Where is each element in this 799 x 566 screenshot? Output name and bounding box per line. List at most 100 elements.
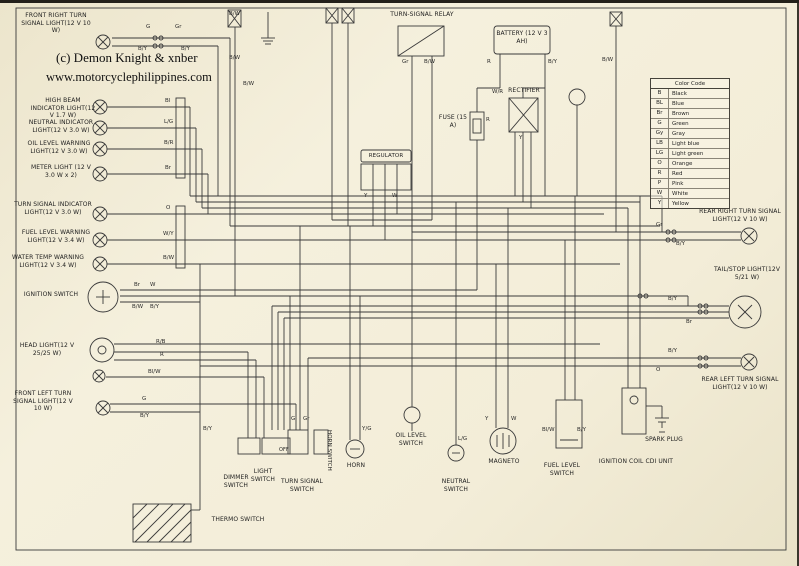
wire-label: B/Y: [181, 46, 190, 52]
wire-label: G: [142, 396, 147, 402]
wire-label: L/G: [164, 119, 174, 125]
color-code-title: Color Code: [651, 79, 729, 89]
color-name: Blue: [672, 100, 685, 107]
wire-label: B/Y: [676, 241, 685, 247]
wire-label: B/W: [163, 255, 175, 261]
wire-label: R: [160, 352, 164, 358]
wire-label: B/Y: [577, 427, 586, 433]
wire-label: B/Y: [150, 304, 159, 310]
wire-label: B/W: [602, 57, 614, 63]
label-turn-signal-indicator: TURN SIGNAL INDICATOR LIGHT(12 V 3.0 W): [14, 201, 92, 216]
color-name: Red: [672, 170, 683, 177]
color-name: Light green: [672, 150, 704, 157]
color-code: R: [651, 169, 669, 178]
color-code: Y: [651, 199, 669, 208]
color-code: W: [651, 189, 669, 198]
label-fuel-level-switch: FUEL LEVEL SWITCH: [543, 462, 581, 477]
label-turn-signal-switch: TURN SIGNAL SWITCH: [281, 478, 323, 493]
wire-label: Y: [519, 135, 523, 141]
color-code: LB: [651, 139, 669, 148]
wire-label: W: [511, 416, 517, 422]
label-horn: HORN: [346, 462, 366, 469]
color-name: Black: [672, 90, 687, 97]
color-name: White: [672, 190, 688, 197]
label-water-temp-warning: WATER TEMP WARNING LIGHT(12 V 3.4 W): [11, 254, 84, 269]
color-name: Pink: [672, 180, 684, 187]
color-name: Brown: [672, 110, 690, 117]
color-code: LG: [651, 149, 669, 158]
wire-label: G: [146, 24, 151, 30]
wire-label: R/B: [156, 339, 166, 345]
watermark-credit: (c) Demon Knight & xnber: [56, 50, 198, 65]
label-battery: BATTERY (12 V 3 AH): [496, 30, 548, 45]
label-head-light: HEAD LIGHT(12 V 25/25 W): [19, 342, 75, 357]
wire-label: B/W: [424, 59, 436, 65]
label-front-left-turn-signal: FRONT LEFT TURN SIGNAL LIGHT(12 V 10 W): [13, 390, 73, 412]
wire-label: Bl/W: [542, 427, 555, 433]
label-horn-switch: HORN SWITCH: [326, 430, 332, 471]
wire-label: B/Y: [668, 348, 677, 354]
wire-label: B/Y: [548, 59, 557, 65]
label-rear-left-turn-signal: REAR LEFT TURN SIGNAL LIGHT(12 V 10 W): [701, 376, 779, 391]
wire-label: B/Y: [203, 426, 212, 432]
wire-label: B/Y: [138, 46, 147, 52]
wire-label: O: [656, 367, 661, 373]
label-fuel-level-warning: FUEL LEVEL WARNING LIGHT(12 V 3.4 W): [21, 229, 91, 244]
wire-label: W: [392, 193, 398, 199]
wire-label: R: [486, 117, 490, 123]
wire-label: Gr: [303, 416, 310, 422]
wire-label: L/G: [458, 436, 468, 442]
color-name: Light blue: [672, 140, 700, 147]
wire-label: W/Y: [163, 231, 174, 237]
wire-label: B/W: [229, 55, 241, 61]
wire-label: W: [150, 282, 156, 288]
label-thermo-switch: THERMO SWITCH: [211, 516, 265, 523]
color-code: O: [651, 159, 669, 168]
label-neutral-switch: NEUTRAL SWITCH: [441, 478, 471, 493]
wire-label: Br: [134, 282, 141, 288]
wire-label: Y: [485, 416, 489, 422]
wire-label: Bl/W: [148, 369, 161, 375]
color-name: Orange: [672, 160, 693, 167]
label-regulator: REGULATOR: [368, 153, 404, 159]
wire-label: G: [291, 416, 296, 422]
wire-label: Br: [686, 319, 693, 325]
color-code: Gy: [651, 129, 669, 138]
wire-label: Gr: [402, 59, 409, 65]
label-ignition-coil-cdi: IGNITION COIL CDI UNIT: [598, 458, 674, 465]
wire-label: Gr: [656, 222, 663, 228]
label-oil-level-switch: OIL LEVEL SWITCH: [395, 432, 427, 447]
wire-label: Bl: [165, 98, 171, 104]
wire-label: W/R: [492, 89, 504, 95]
wire-label: O: [166, 205, 171, 211]
wire-label: Y: [364, 193, 368, 199]
label-meter-light: METER LIGHT (12 V 3.0 W x 2): [30, 164, 92, 179]
wire-label: B/R: [164, 140, 174, 146]
label-spark-plug: SPARK PLUG: [645, 436, 683, 443]
label-rectifier: RECTIFIER: [508, 87, 540, 94]
label-light-switch: LIGHT SWITCH: [250, 468, 276, 483]
frame: [15, 7, 787, 551]
label-dimmer-switch: DIMMER SWITCH: [223, 474, 249, 489]
wire-label: B/Y: [140, 413, 149, 419]
label-oil-level-warning: OIL LEVEL WARNING LIGHT(12 V 3.0 W): [27, 140, 91, 155]
label-turn-signal-relay: TURN-SIGNAL RELAY: [390, 11, 454, 18]
label-switch-off: OFF: [279, 447, 289, 453]
label-front-right-turn-signal: FRONT RIGHT TURN SIGNAL LIGHT(12 V 10 W): [21, 12, 91, 34]
thermo-switch-symbol: [132, 503, 192, 543]
color-code: BL: [651, 99, 669, 108]
wire-label: R: [487, 59, 491, 65]
wires-horizontal: [106, 37, 741, 511]
color-name: Yellow: [672, 200, 689, 207]
color-code: G: [651, 119, 669, 128]
